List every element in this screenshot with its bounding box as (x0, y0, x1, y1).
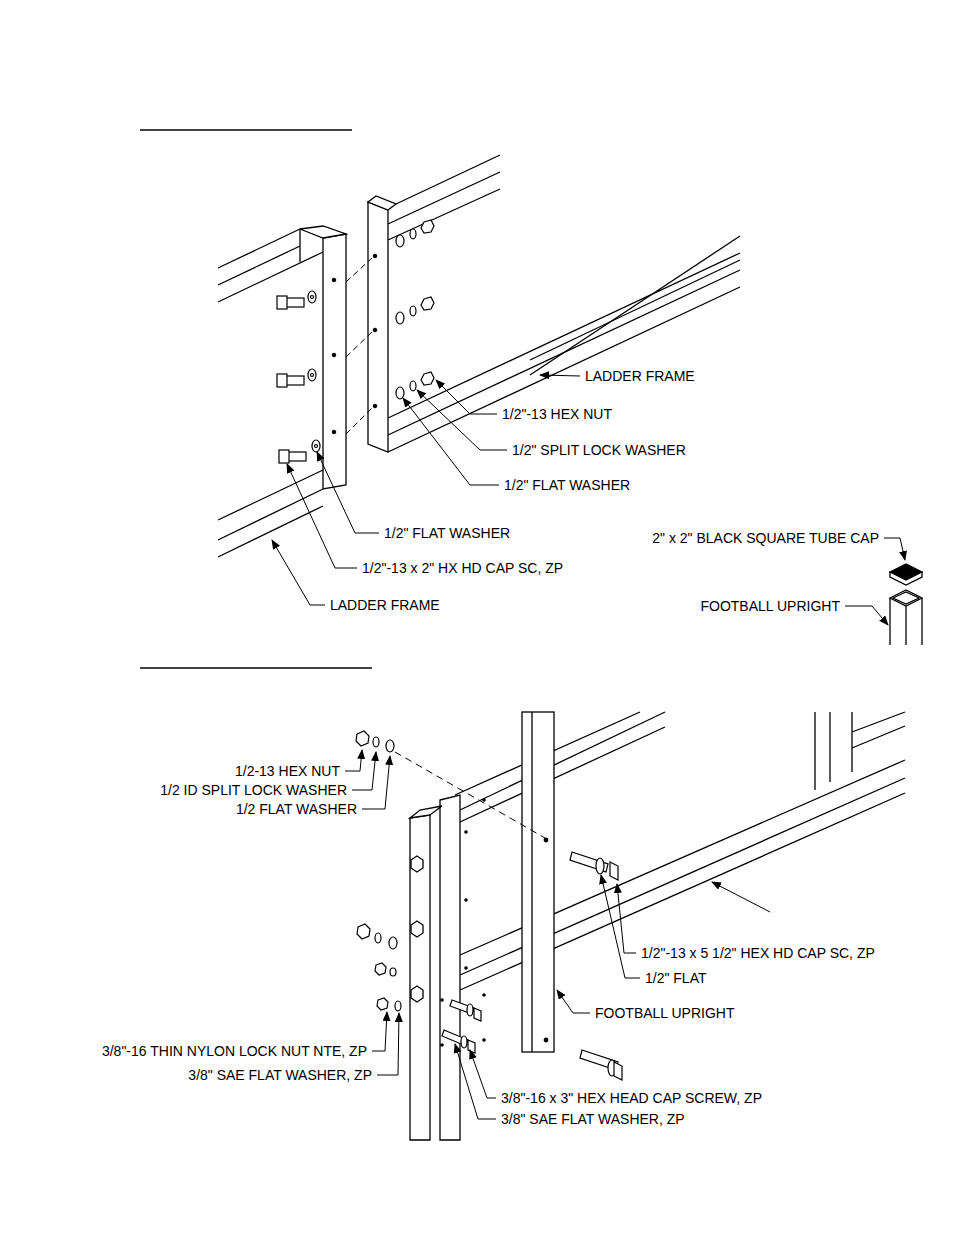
cap-screw (277, 291, 320, 463)
part-label: LADDER FRAME (584, 368, 696, 384)
nut-washer (396, 220, 434, 399)
part-label: LADDER FRAME (329, 597, 441, 613)
part-label: 3/8"-16 x 3" HEX HEAD CAP SCREW, ZP (500, 1090, 763, 1106)
tube-cap (890, 564, 922, 645)
alignment-line (395, 752, 545, 838)
part-label: 1/2 ID SPLIT LOCK WASHER (159, 782, 348, 798)
bolt-hole (440, 798, 486, 1047)
part-label: 1/2 FLAT WASHER (235, 801, 358, 817)
part-label: 1/2" FLAT WASHER (383, 525, 511, 541)
part-label: FOOTBALL UPRIGHT (594, 1005, 736, 1021)
section-underline (140, 130, 372, 668)
part-label: 1/2-13 HEX NUT (234, 763, 341, 779)
bolt-hole (332, 254, 377, 434)
ladder-frame-left (218, 226, 346, 557)
part-label: 1/2"-13 HEX NUT (501, 406, 613, 422)
cap-screw (442, 852, 622, 1080)
ladder-frame-right (368, 155, 740, 452)
part-label: 1/2"-13 x 2" HX HD CAP SC, ZP (361, 560, 564, 576)
part-label: 1/2"-13 x 5 1/2" HEX HD CAP SC, ZP (640, 945, 876, 961)
part-label: 3/8"-16 THIN NYLON LOCK NUT NTE, ZP (101, 1043, 368, 1059)
part-label: 1/2" FLAT (644, 970, 708, 986)
part-label: FOOTBALL UPRIGHT (699, 598, 841, 614)
nut-washer (356, 731, 401, 1011)
part-label: 1/2" FLAT WASHER (503, 477, 631, 493)
part-label: 2" x 2" BLACK SQUARE TUBE CAP (651, 530, 880, 546)
mounting-plate (410, 795, 460, 1140)
part-label: 3/8" SAE FLAT WASHER, ZP (500, 1111, 686, 1127)
football-upright (522, 712, 554, 1052)
leader-line (272, 375, 905, 1119)
part-label: 1/2" SPLIT LOCK WASHER (511, 442, 687, 458)
part-label: 3/8" SAE FLAT WASHER, ZP (187, 1067, 373, 1083)
